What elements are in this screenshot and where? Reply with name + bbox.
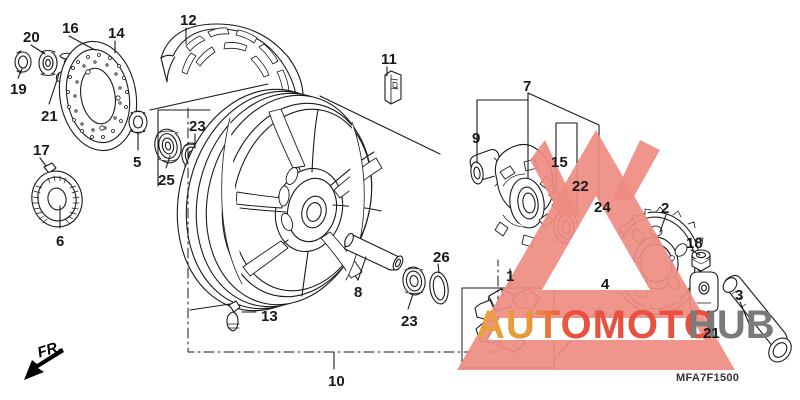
diagram-part-number: MFA7F1500: [676, 372, 740, 384]
part-5-collar: [128, 110, 148, 134]
fr-arrow-icon: [24, 348, 64, 380]
part-22-bearing: [553, 209, 579, 245]
callout-4[interactable]: 4: [601, 276, 610, 293]
callout-8[interactable]: 8: [354, 284, 363, 301]
callout-12[interactable]: 12: [180, 12, 197, 29]
part-21-bracket-right: [689, 271, 719, 313]
part-14-brake-disc: [58, 40, 138, 152]
callout-15[interactable]: 15: [551, 154, 568, 171]
part-25-bearing: [154, 128, 182, 164]
callout-9[interactable]: 9: [472, 130, 481, 147]
callout-5[interactable]: 5: [133, 154, 142, 171]
callout-25[interactable]: 25: [158, 172, 175, 189]
part-3-rear-axle: [722, 274, 792, 363]
callout-23[interactable]: 23: [401, 313, 418, 330]
callout-20[interactable]: 20: [23, 29, 40, 46]
callout-21[interactable]: 21: [703, 325, 720, 342]
callout-13[interactable]: 13: [261, 308, 278, 325]
callout-2[interactable]: 2: [661, 200, 670, 217]
callout-14[interactable]: 14: [108, 25, 125, 42]
callout-1[interactable]: 1: [506, 268, 515, 285]
callout-16[interactable]: 16: [62, 20, 79, 37]
part-6-pulser-ring: [31, 170, 83, 228]
callout-7[interactable]: 7: [523, 78, 532, 95]
callout-26[interactable]: 26: [433, 249, 450, 266]
callout-24[interactable]: 24: [594, 199, 611, 216]
part-12-tire: [160, 23, 304, 106]
part-7-driven-flange: [494, 143, 554, 248]
part-1-damper-rubbers: [474, 288, 547, 353]
part-20-collar: [38, 49, 58, 77]
callout-18[interactable]: 18: [686, 235, 703, 252]
part-13-valve-stem: [226, 300, 241, 332]
callout-21[interactable]: 21: [41, 108, 58, 125]
part-19-nut: [14, 50, 32, 74]
callout-11[interactable]: 11: [381, 51, 397, 68]
part-10-rear-wheel: [176, 88, 383, 312]
callout-17[interactable]: 17: [33, 142, 50, 159]
callout-23[interactable]: 23: [189, 118, 206, 135]
callout-3[interactable]: 3: [735, 287, 744, 304]
callout-19[interactable]: 19: [10, 81, 27, 98]
part-18-nut: [691, 249, 711, 272]
part-11-block: [384, 70, 402, 105]
callout-6[interactable]: 6: [56, 233, 65, 250]
part-8-collar-tube: [344, 232, 404, 271]
callout-22[interactable]: 22: [572, 178, 589, 195]
part-26-seal: [429, 271, 449, 305]
part-23-bearing-right: [402, 266, 426, 296]
callout-10[interactable]: 10: [328, 373, 345, 390]
